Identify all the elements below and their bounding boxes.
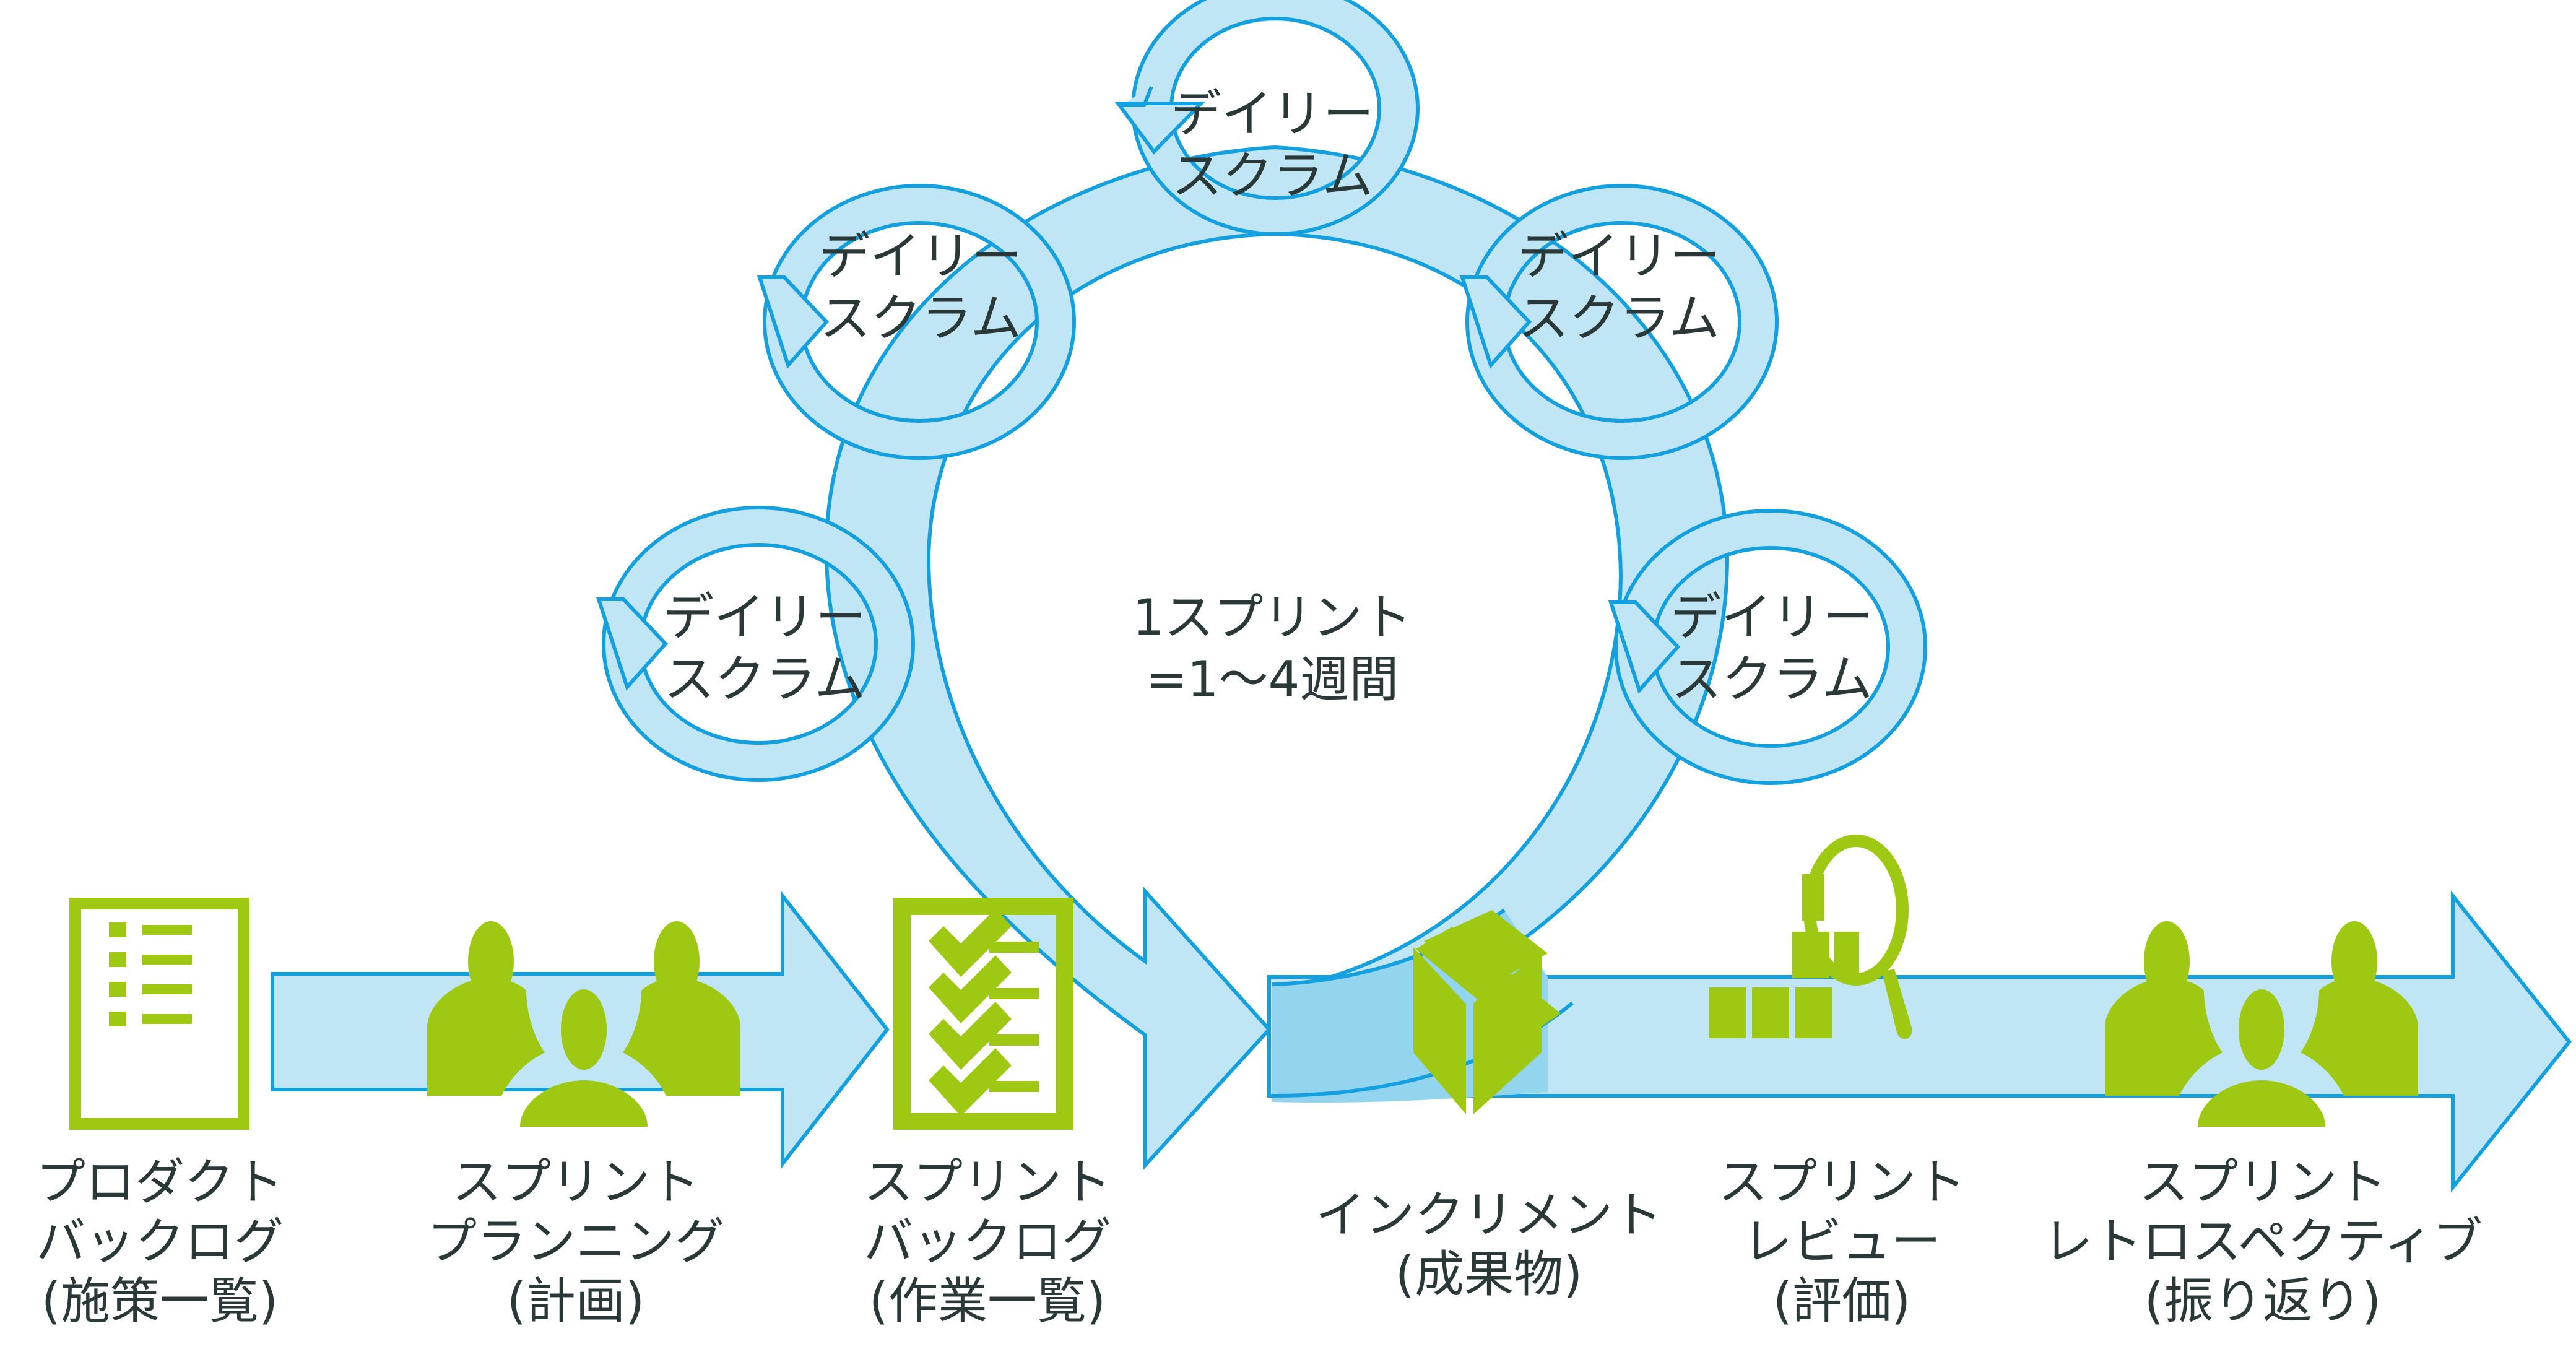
sprint-label-line2: =1〜4週間 [1145,651,1399,708]
daily-scrum-line1: デイリー [818,227,1023,286]
stage-label-line: レトロスペクティブ [2043,1213,2483,1270]
checklist-icon [893,898,1073,1130]
daily-scrum-line2: スクラム [1671,650,1873,709]
stage-label-line: レビュー [1743,1213,1941,1270]
daily-scrum-label-lower-right: デイリー スクラム [1670,587,1873,711]
stage-label-line: スプリント [2138,1153,2387,1211]
stage-label-line: スプリント [1718,1153,1966,1211]
daily-scrum-line1: デイリー [1170,85,1374,144]
team-people-icon [2105,921,2418,1127]
sprint-duration-label: 1スプリント =1〜4週間 [1133,587,1412,711]
stage-label-line: (成果物) [1395,1246,1583,1303]
daily-scrum-label-top: デイリー スクラム [1171,84,1374,207]
box-package-icon [1413,910,1561,1114]
stage-label-line: スプリント [864,1153,1111,1211]
backlog-list-icon [69,898,249,1130]
stage-label-line: プランニング [427,1213,724,1270]
stage-label-sprint-review: スプリント レビュー (評価) [1718,1153,1966,1331]
team-people-icon [427,921,740,1127]
stage-label-sprint-planning: スプリント プランニング (計画) [427,1153,724,1331]
daily-scrum-loop-upper-left [757,184,1076,460]
daily-scrum-line2: スクラム [1518,289,1720,348]
daily-scrum-line1: デイリー [662,588,867,647]
daily-scrum-label-lower-left: デイリー スクラム [663,587,866,711]
daily-scrum-line2: スクラム [820,289,1021,348]
daily-scrum-line2: スクラム [1171,147,1373,206]
stage-label-line: インクリメント [1316,1186,1662,1244]
stage-label-increment: インクリメント (成果物) [1316,1186,1662,1304]
stage-label-sprint-backlog: スプリント バックログ (作業一覧) [864,1153,1111,1331]
stage-label-line: プロダクト [36,1153,284,1211]
stage-label-line: スプリント [452,1153,700,1211]
daily-scrum-line1: デイリー [1517,227,1721,286]
daily-scrum-loop-upper-right [1459,184,1779,460]
stage-label-line: バックログ [864,1213,1111,1270]
stage-label-sprint-retrospective: スプリント レトロスペクティブ (振り返り) [2043,1153,2483,1331]
daily-scrum-label-upper-left: デイリー スクラム [819,226,1022,350]
daily-scrum-line2: スクラム [664,650,865,709]
stage-label-line: バックログ [36,1213,284,1270]
daily-scrum-loop-lower-right [1608,509,1927,785]
stage-label-line: (作業一覧) [869,1272,1106,1330]
stage-label-line: (振り返り) [2144,1272,2382,1330]
daily-scrum-loop-top [1114,0,1420,236]
sprint-label-line1: 1スプリント [1132,589,1412,646]
daily-scrum-label-upper-right: デイリー スクラム [1517,226,1720,350]
stage-label-product-backlog: プロダクト バックログ (施策一覧) [36,1153,284,1331]
daily-scrum-line1: デイリー [1670,588,1874,647]
stage-label-line: (施策一覧) [41,1272,279,1330]
daily-scrum-loop-lower-left [596,506,915,782]
stage-label-line: (評価) [1772,1272,1911,1330]
stage-label-line: (計画) [506,1272,645,1330]
boxes-magnifier-icon [1709,835,1912,1039]
